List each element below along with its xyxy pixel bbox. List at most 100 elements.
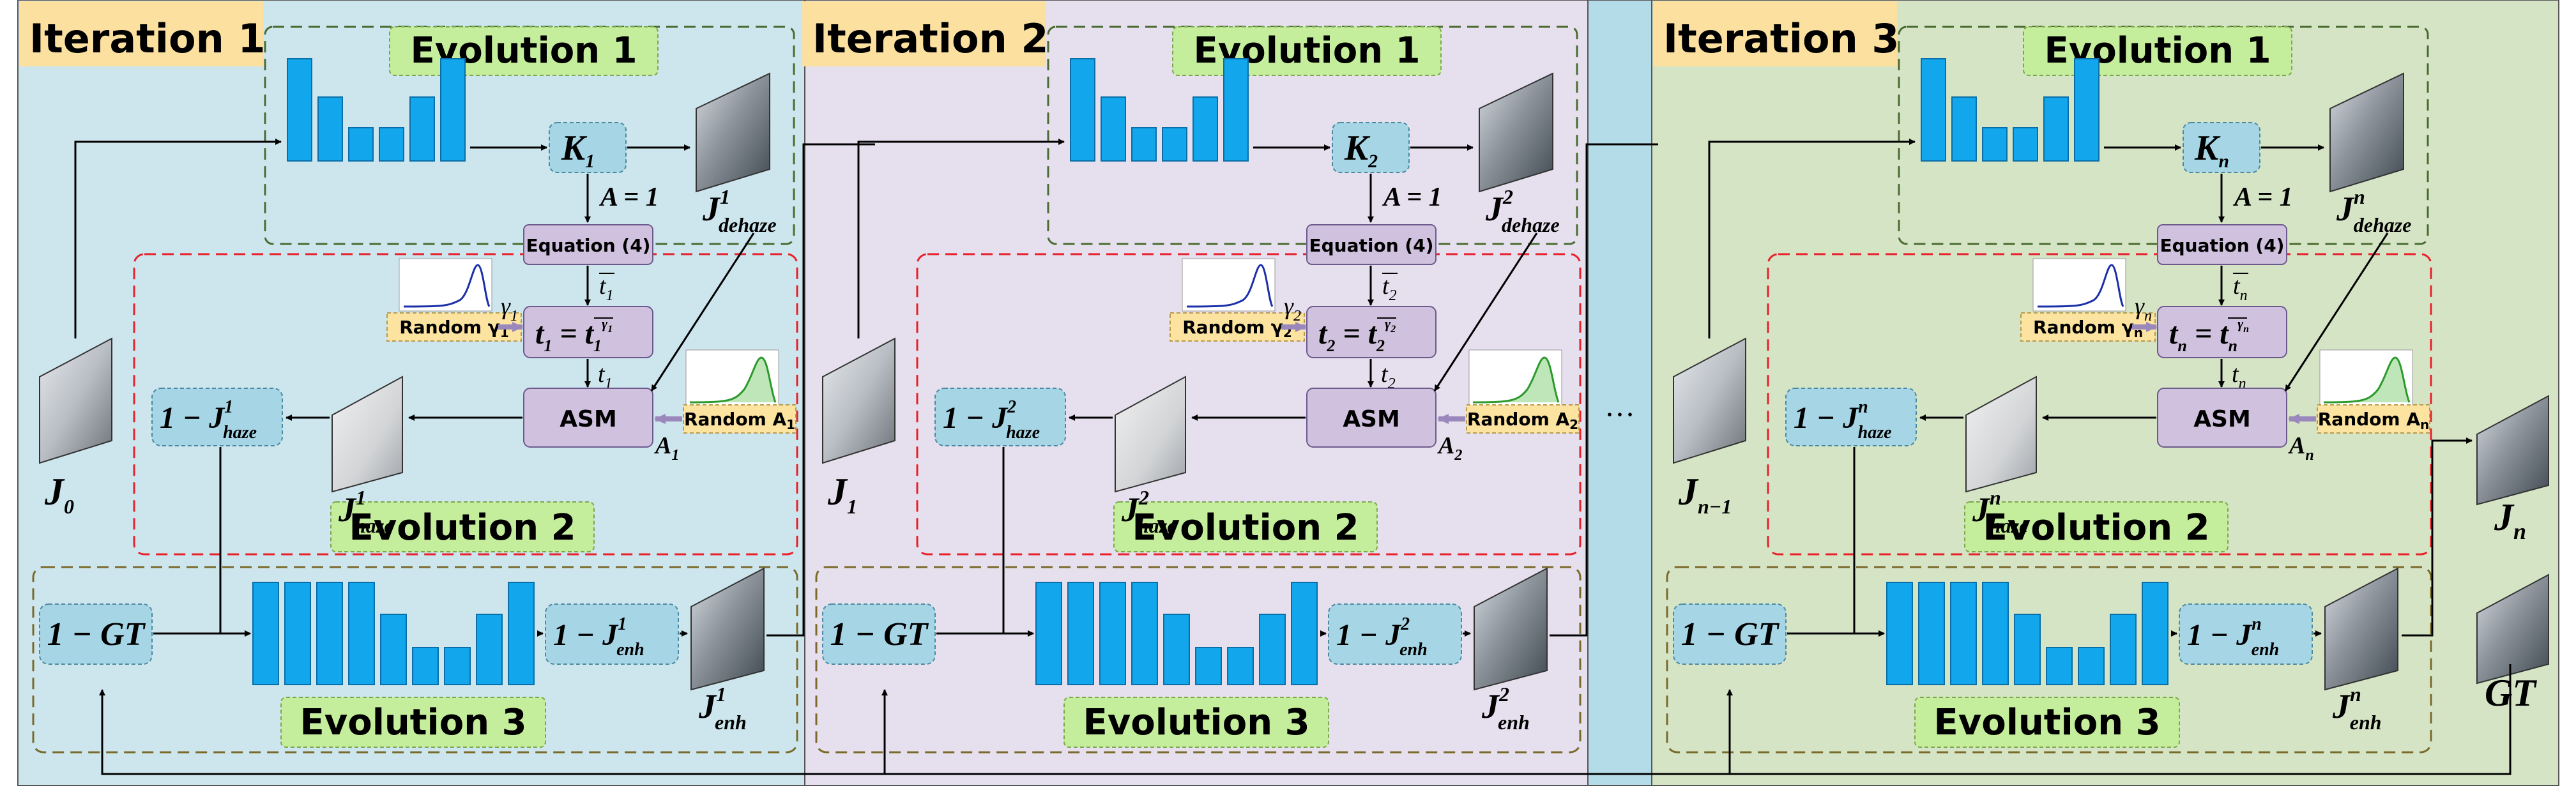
evolution-3-net-layer <box>1195 647 1222 685</box>
evolution-3-net-layer <box>1918 582 1945 685</box>
random-gamma-label: Random γ2 <box>1182 317 1292 340</box>
k-node <box>1332 122 1410 173</box>
random-gamma-label: Random γn <box>2033 317 2143 340</box>
enh-image <box>1474 567 1548 691</box>
arrow-dehaze-to-asm <box>1433 232 1538 391</box>
equation-label: Equation (4) <box>2160 235 2285 256</box>
evolution-3-label-bg <box>1914 697 2180 748</box>
enh-image <box>2324 567 2398 691</box>
evolution-1-net-layer <box>317 96 343 162</box>
evolution-3-net-layer <box>316 582 343 685</box>
input-image <box>1673 337 1746 464</box>
evolution-1-net-layer <box>379 127 404 162</box>
evolution-3-net-layer <box>1163 614 1190 685</box>
ellipsis-text: ··· <box>1604 398 1635 432</box>
evolution-1-net-layer <box>2074 58 2100 162</box>
one-minus-haze-node <box>934 388 1066 446</box>
t-formula-box <box>1306 306 1437 358</box>
ground-truth-image <box>2476 573 2549 685</box>
one-minus-enh-node <box>1328 603 1462 665</box>
iteration-title-tab <box>802 1 1046 66</box>
t-formula-label: tn = tnγn <box>2169 315 2249 355</box>
asm-box <box>2157 388 2287 448</box>
evolution-3-net-layer <box>412 647 439 685</box>
haze-image <box>332 375 403 493</box>
t-formula-label: t1 = t1γ1 <box>535 315 613 355</box>
random-gamma-label: Random γ1 <box>399 317 509 340</box>
evolution-3-box <box>815 566 1581 754</box>
evolution-3-net-layer <box>380 614 407 685</box>
iteration-title-tab <box>19 1 263 66</box>
one-minus-gt-node <box>1673 603 1787 665</box>
random-a-label: Random A1 <box>684 409 795 432</box>
arrow-input-to-net <box>857 139 1065 338</box>
a-label: A2 <box>1437 432 1462 464</box>
haze-image <box>1965 375 2037 493</box>
evolution-2-box <box>1767 253 2432 556</box>
one-minus-gt-node <box>822 603 936 665</box>
evolution-3-label: Evolution 3 <box>300 702 526 743</box>
dehaze-image <box>696 72 770 193</box>
t-formula-label: t2 = t2γ2 <box>1318 315 1396 355</box>
asm-box <box>1306 388 1437 448</box>
equation-box <box>2157 224 2287 265</box>
evolution-1-net-layer <box>1162 127 1187 162</box>
a-label: An <box>2288 432 2314 464</box>
a-distribution-curve <box>1472 356 1560 404</box>
random-a-box <box>683 404 796 434</box>
evolution-1-net-layer <box>1921 58 1946 162</box>
dehaze-image <box>1479 72 1553 193</box>
evolution-2-label: Evolution 2 <box>1983 507 2209 549</box>
gamma-distribution-curve <box>403 264 491 308</box>
evolution-3-net-layer <box>1035 582 1062 685</box>
random-a-label: Random An <box>2318 409 2430 432</box>
equation-box <box>1306 224 1437 265</box>
input-image-label: Jn−1 <box>1678 471 1732 518</box>
evolution-3-net-layer <box>2014 614 2041 685</box>
evolution-2-label-bg <box>330 501 595 552</box>
evolution-3-net-layer <box>2110 614 2137 685</box>
a-distribution-curve <box>689 356 777 404</box>
t-formula-box <box>2157 306 2287 358</box>
evolution-3-label: Evolution 3 <box>1933 702 2160 743</box>
evolution-1-net-layer <box>1131 127 1157 162</box>
gamma-label: γn <box>2135 293 2152 324</box>
one-minus-gt-node <box>39 603 153 665</box>
input-image <box>822 337 896 464</box>
gamma-distribution-plot <box>2032 258 2126 312</box>
evolution-3-net-layer <box>1099 582 1126 685</box>
gamma-distribution-plot <box>399 258 492 312</box>
gamma-distribution-curve <box>1186 264 1274 308</box>
final-output-image <box>2476 395 2549 506</box>
evolution-3-net-layer <box>1259 614 1286 685</box>
evolution-3-label: Evolution 3 <box>1083 702 1309 743</box>
evolution-1-net-layer <box>1951 96 1977 162</box>
evolution-2-label: Evolution 2 <box>349 507 575 549</box>
random-a-box <box>1466 404 1580 434</box>
input-image <box>39 337 112 464</box>
evolution-3-label-bg <box>1063 697 1329 748</box>
evolution-3-net-layer <box>1291 582 1318 685</box>
random-a-label: Random A2 <box>1467 409 1578 432</box>
random-a-box <box>2317 404 2430 434</box>
one-minus-enh-node <box>2179 603 2313 665</box>
arrow-enh-to-next-iteration <box>1550 143 1658 637</box>
evolution-1-net-layer <box>287 58 312 162</box>
evolution-3-net-layer <box>1227 647 1254 685</box>
evolution-1-net-layer <box>409 96 435 162</box>
iteration-title: Iteration 2 <box>812 15 1049 62</box>
a-label: A1 <box>654 432 679 464</box>
evolution-1-net-layer <box>2043 96 2069 162</box>
one-minus-haze-node <box>1785 388 1917 446</box>
evolution-1-net-layer <box>1193 96 1218 162</box>
